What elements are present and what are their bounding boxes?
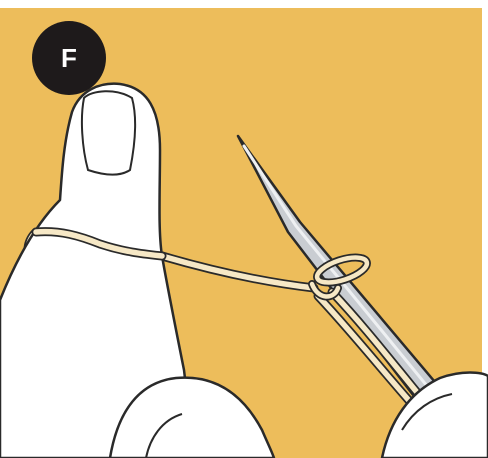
top-border	[0, 0, 488, 8]
step-label: F	[61, 43, 77, 73]
step-badge: F	[32, 21, 106, 95]
